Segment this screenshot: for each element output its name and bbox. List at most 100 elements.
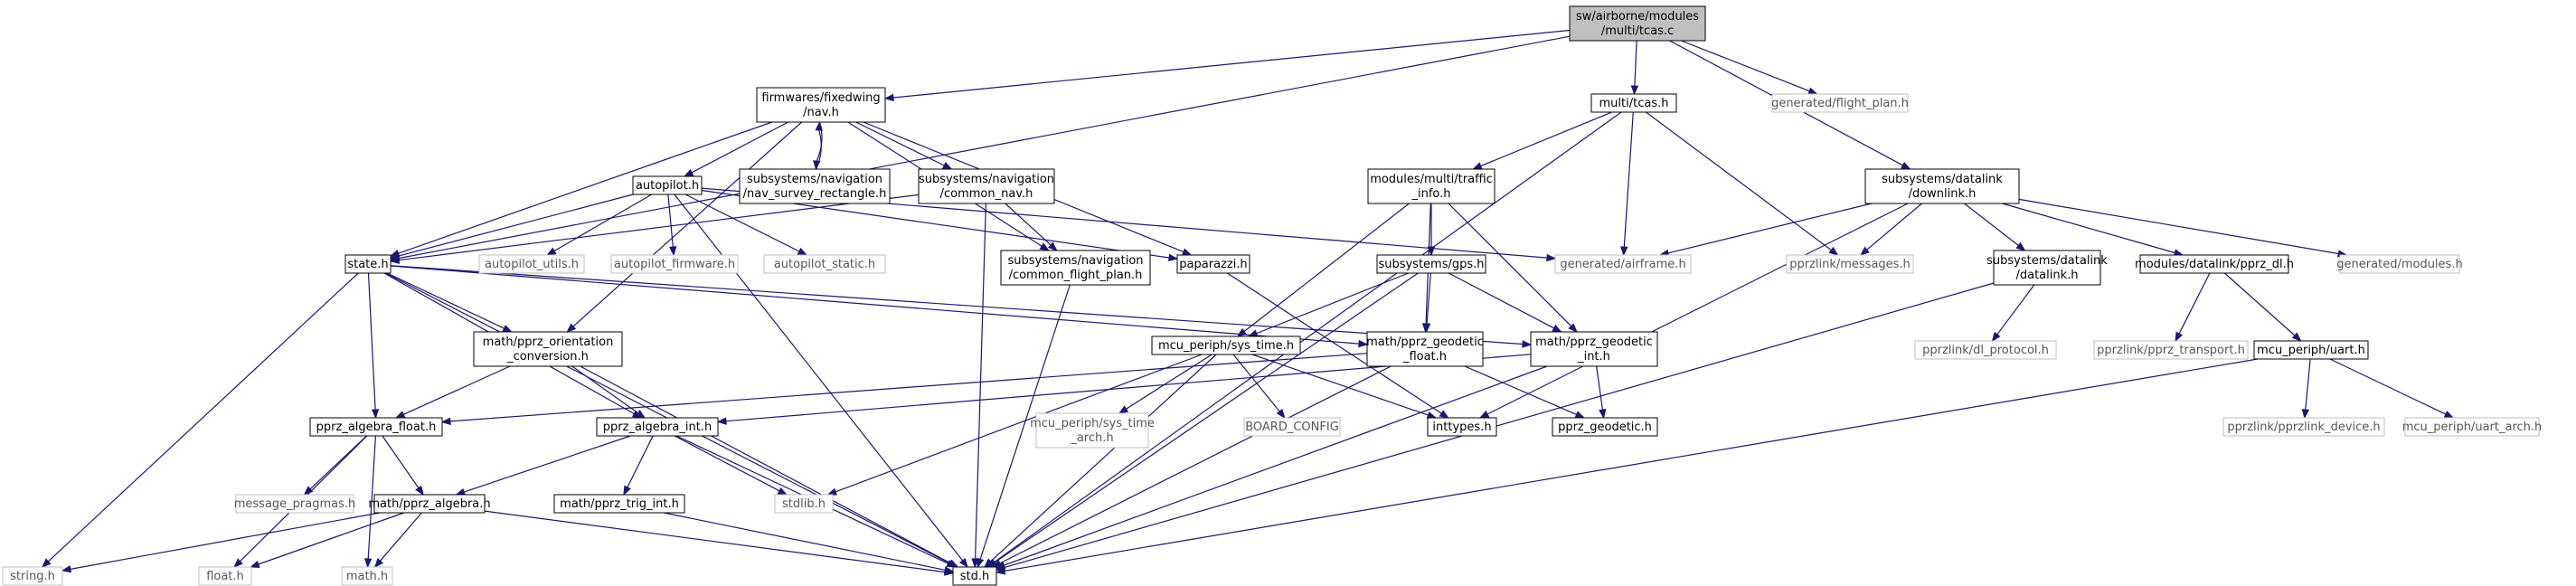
node-label: mcu_periph/uart_arch.h [2402, 421, 2543, 434]
edge-autopilot_h-to-autopilot_firmware [667, 194, 677, 257]
node-sys_time_arch: mcu_periph/sys_time_arch.h [1030, 412, 1155, 449]
edge-gps_h-to-geo_int [1448, 272, 1562, 333]
node-label: mcu_periph/sys_time [1030, 417, 1155, 430]
node-label: std.h [960, 570, 990, 583]
edge-traffic_info-to-geo_int [1448, 203, 1578, 333]
node-uart_h[interactable]: mcu_periph/uart.h [2253, 340, 2369, 360]
node-math_algebra[interactable]: math/pprz_algebra.h [368, 494, 491, 514]
node-label: autopilot_utils.h [485, 258, 579, 271]
node-tcas_c[interactable]: sw/airborne/modules/multi/tcas.c [1569, 5, 1706, 42]
node-traffic_info[interactable]: modules/multi/traffic_info.h [1367, 168, 1496, 204]
edge-common_nav-to-common_flight_plan [1005, 203, 1058, 251]
node-label: pprz_algebra_int.h [603, 421, 712, 434]
node-label: subsystems/navigation [919, 173, 1054, 186]
node-label: subsystems/navigation [1007, 254, 1143, 268]
node-message_pragmas: message_pragmas.h [234, 494, 355, 514]
edge-paparazzi_h-to-inttypes [1226, 272, 1449, 419]
node-trig_int[interactable]: math/pprz_trig_int.h [553, 494, 685, 514]
node-label: math/pprz_geodetic [1366, 336, 1484, 349]
edge-multi_tcas_h-to-pprzlink_messages [1646, 111, 1839, 256]
node-nav_survey[interactable]: subsystems/navigation/nav_survey_rectang… [739, 168, 891, 204]
node-label: _conversion.h [506, 350, 589, 364]
node-label: pprzlink/pprzlink_device.h [2227, 421, 2380, 434]
node-pprz_geodetic[interactable]: pprz_geodetic.h [1552, 417, 1658, 437]
node-nav_h[interactable]: firmwares/fixedwing/nav.h [756, 87, 886, 123]
edge-algebra_int-to-stdlib [674, 435, 788, 496]
node-label: multi/tcas.h [1599, 97, 1669, 110]
edge-sys_time-to-board_config [1232, 354, 1286, 420]
node-paparazzi_h[interactable]: paparazzi.h [1176, 254, 1250, 274]
node-common_nav[interactable]: subsystems/navigation/common_nav.h [918, 168, 1055, 204]
node-std_h[interactable]: std.h [952, 566, 997, 586]
node-multi_tcas_h[interactable]: multi/tcas.h [1590, 93, 1677, 113]
node-label: pprz_algebra_float.h [316, 421, 437, 434]
node-label: /datalink.h [2015, 269, 2078, 282]
node-autopilot_h[interactable]: autopilot.h [632, 175, 703, 195]
node-uart_arch: mcu_periph/uart_arch.h [2402, 417, 2543, 437]
edge-orient_conv-to-algebra_float [394, 365, 511, 419]
edge-pprz_dl-to-uart_h [2223, 272, 2302, 342]
node-label: subsystems/datalink [1986, 254, 2108, 268]
edge-algebra_float-to-math_h [364, 435, 376, 569]
node-label: autopilot_firmware.h [614, 258, 735, 271]
node-inttypes[interactable]: inttypes.h [1427, 417, 1497, 437]
edge-algebra_float-to-math_algebra [382, 435, 424, 496]
node-label: firmwares/fixedwing [761, 91, 880, 105]
edge-pprz_dl-to-pprz_transport [2175, 272, 2211, 343]
edge-algebra_int-to-trig_int [623, 435, 654, 496]
node-algebra_int[interactable]: pprz_algebra_int.h [596, 417, 719, 437]
edge-downlink_h-to-pprz_dl [2002, 203, 2184, 257]
node-label: autopilot.h [636, 179, 699, 193]
edge-multi_tcas_h-to-gen_airframe [1620, 111, 1634, 257]
edge-uart_h-to-std_h [995, 358, 2259, 575]
edge-trig_int-to-std_h [663, 512, 955, 574]
edge-state_h-to-string_h [41, 272, 359, 568]
edge-downlink_h-to-pprzlink_messages [1859, 203, 1922, 256]
node-label: _info.h [1411, 187, 1450, 201]
node-geo_float[interactable]: math/pprz_geodetic_float.h [1366, 331, 1484, 367]
edge-uart_h-to-uart_arch [2329, 358, 2455, 419]
node-label: /downlink.h [1909, 187, 1977, 201]
edge-geo_float-to-pprz_geodetic [1464, 365, 1586, 419]
edge-nav_h-to-autopilot_h [683, 121, 788, 177]
node-common_flight_plan[interactable]: subsystems/navigation/common_flight_plan… [1000, 250, 1151, 286]
node-label: state.h [347, 258, 388, 271]
node-label: _arch.h [1070, 431, 1113, 445]
edge-gps_h-to-geo_float [1422, 272, 1431, 334]
node-gps_h[interactable]: subsystems/gps.h [1376, 254, 1486, 274]
nodes-layer: sw/airborne/modules/multi/tcas.c firmware… [2, 5, 2543, 586]
node-label: subsystems/gps.h [1378, 258, 1484, 271]
node-label: subsystems/navigation [747, 173, 882, 186]
node-pprzlink_messages: pprzlink/messages.h [1786, 254, 1914, 274]
node-string_h: string.h [2, 566, 63, 586]
node-datalink_h[interactable]: subsystems/datalink/datalink.h [1986, 250, 2108, 286]
node-gen_flight_plan: generated/flight_plan.h [1771, 93, 1909, 113]
node-label: math.h [346, 570, 388, 583]
node-sys_time[interactable]: mcu_periph/sys_time.h [1151, 336, 1301, 355]
node-label: modules/multi/traffic [1370, 173, 1493, 186]
node-label: mcu_periph/sys_time.h [1158, 339, 1294, 353]
node-label: stdlib.h [782, 497, 826, 511]
edge-state_h-to-algebra_float [367, 272, 380, 420]
node-label: subsystems/datalink [1882, 173, 2003, 186]
node-geo_int[interactable]: math/pprz_geodetic_int.h [1530, 331, 1658, 367]
node-label: /nav.h [803, 106, 839, 119]
node-stdlib: stdlib.h [774, 494, 834, 514]
edge-common_nav-to-std_h [971, 203, 986, 569]
node-downlink_h[interactable]: subsystems/datalink/downlink.h [1864, 168, 2020, 204]
node-state_h[interactable]: state.h [344, 254, 392, 274]
node-label: inttypes.h [1432, 421, 1491, 434]
node-autopilot_firmware: autopilot_firmware.h [610, 254, 739, 274]
node-dl_protocol: pprzlink/dl_protocol.h [1914, 340, 2057, 360]
edge-geo_int-to-pprz_geodetic [1596, 365, 1607, 420]
edge-uart_h-to-pprzlink_device [2301, 358, 2311, 420]
edge-downlink_h-to-datalink_h [1964, 203, 2026, 251]
node-label: /common_flight_plan.h [1009, 269, 1143, 282]
node-pprz_dl[interactable]: modules/datalink/pprz_dl.h [2135, 254, 2294, 274]
edge-common_flight_plan-to-std_h [977, 284, 1071, 569]
node-orient_conv[interactable]: math/pprz_orientation_conversion.h [473, 331, 623, 367]
node-label: paparazzi.h [1179, 258, 1247, 271]
edges-layer [41, 29, 2455, 576]
edge-math_algebra-to-float_h [250, 512, 405, 568]
node-algebra_float[interactable]: pprz_algebra_float.h [309, 417, 443, 437]
